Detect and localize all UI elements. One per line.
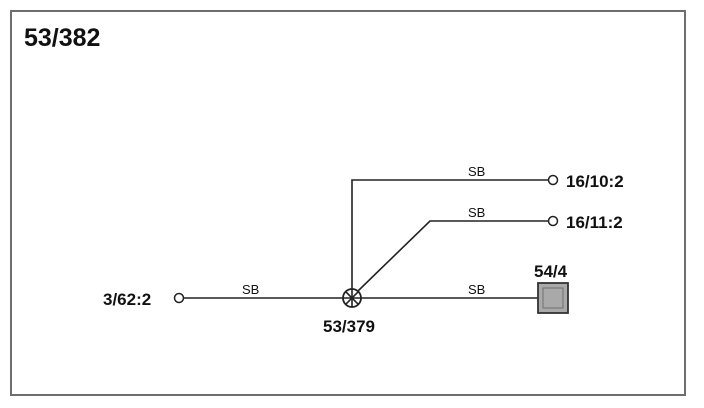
wire-middle-label: SB [468, 205, 485, 220]
splice-label: 53/379 [323, 317, 375, 336]
terminal-middle-icon [547, 215, 559, 227]
splice-icon [342, 288, 362, 308]
wire-top-label: SB [468, 164, 485, 179]
terminal-top-label: 16/10:2 [566, 172, 624, 191]
diagram-frame [10, 10, 686, 396]
terminal-top-icon [547, 174, 559, 186]
wire-top [351, 179, 549, 289]
terminal-left-icon [173, 292, 185, 304]
wire-middle [357, 220, 549, 292]
diagram-title: 53/382 [24, 24, 100, 52]
terminal-left-label: 3/62:2 [103, 290, 151, 309]
wire-left-label: SB [242, 282, 259, 297]
wire-connector-label: SB [468, 282, 485, 297]
connector-icon [537, 282, 569, 314]
wires [184, 179, 549, 299]
connector-label: 54/4 [534, 262, 568, 281]
terminal-middle-label: 16/11:2 [566, 213, 623, 232]
